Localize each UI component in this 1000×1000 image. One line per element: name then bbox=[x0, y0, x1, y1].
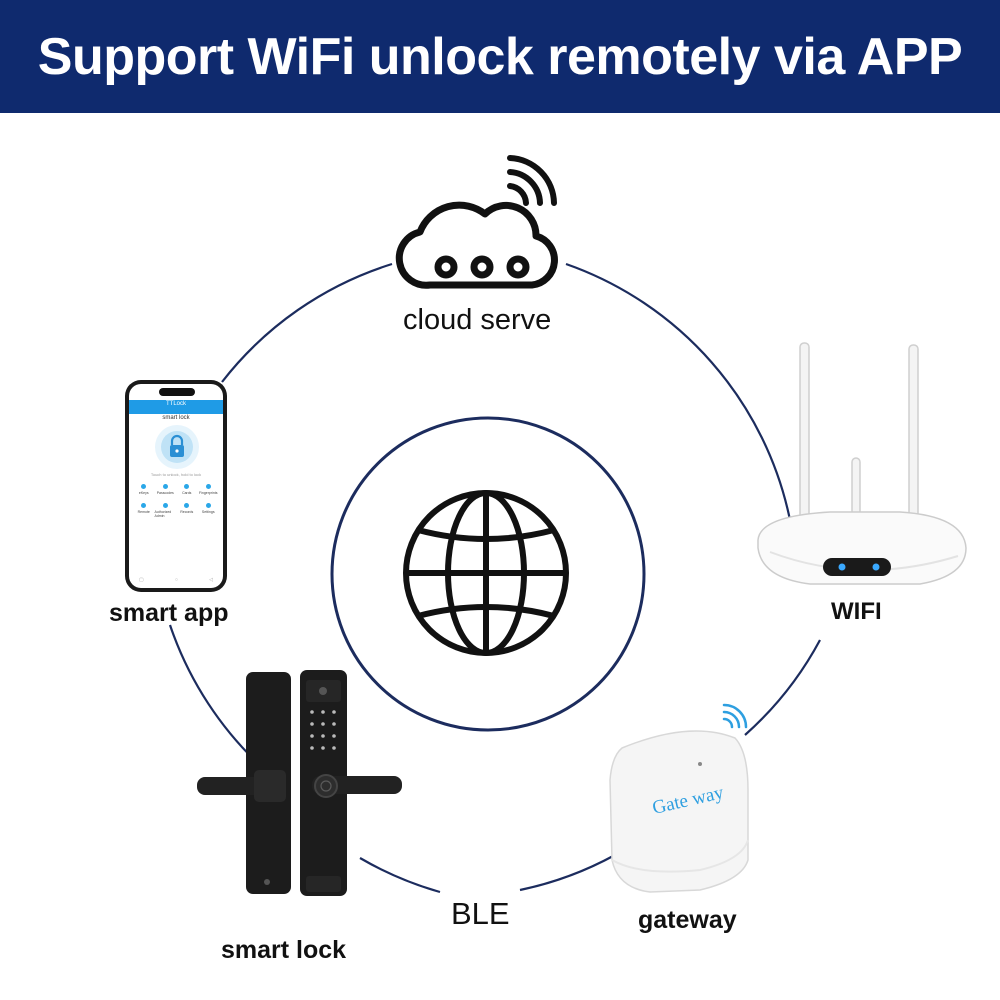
app-header-bar bbox=[129, 400, 223, 414]
nav-back-icon: ◁ bbox=[209, 577, 213, 583]
ring-arc-ble-lock bbox=[359, 857, 441, 894]
gateway-label: gateway bbox=[638, 906, 737, 934]
app-grid-item: Settings bbox=[198, 503, 220, 518]
feature-icon bbox=[141, 503, 147, 508]
smart-lock-image bbox=[197, 670, 402, 896]
smartphone-image: TTLock smart lock Touch to unlock, hold … bbox=[125, 380, 227, 592]
globe-icon bbox=[403, 490, 569, 656]
app-name: TTLock bbox=[165, 401, 186, 407]
app-grid-item: Records bbox=[176, 503, 198, 518]
feature-icon bbox=[184, 503, 190, 508]
inner-ring bbox=[330, 416, 646, 732]
ring-arc-cloud-wifi bbox=[565, 262, 792, 521]
nav-square-icon: ▢ bbox=[139, 577, 144, 583]
app-screen-title: smart lock bbox=[162, 415, 190, 421]
phone-nav-bar: ▢ ○ ◁ bbox=[139, 577, 213, 583]
feature-icon bbox=[162, 484, 168, 489]
wifi-label: WIFI bbox=[831, 598, 882, 625]
ring-arc-wifi-gateway bbox=[744, 639, 821, 736]
app-grid-item: Passcodes bbox=[155, 484, 177, 495]
app-grid-item: eKeys bbox=[133, 484, 155, 495]
app-grid-item: Fingerprints bbox=[198, 484, 220, 495]
phone-screen: TTLock smart lock Touch to unlock, hold … bbox=[129, 384, 223, 588]
app-hint: Touch to unlock, hold to lock bbox=[150, 472, 202, 477]
ring-arc-gateway-ble bbox=[519, 854, 616, 892]
feature-icon bbox=[184, 484, 190, 489]
phone-notch bbox=[159, 388, 195, 396]
gateway-signal-icon bbox=[722, 703, 748, 729]
cloud-serve-label: cloud serve bbox=[403, 304, 552, 336]
app-feature-grid: eKeys Passcodes Cards Fingerprints Remot… bbox=[133, 484, 219, 518]
feature-icon bbox=[141, 484, 147, 489]
cloud-icon bbox=[395, 201, 558, 289]
gateway-image bbox=[609, 730, 749, 893]
nav-home-icon: ○ bbox=[174, 577, 178, 583]
app-grid-item: Cards bbox=[176, 484, 198, 495]
cloud-signal-icon bbox=[507, 155, 557, 206]
ring-arc-app-cloud bbox=[221, 262, 393, 383]
router-image bbox=[757, 342, 967, 585]
ble-label: BLE bbox=[451, 896, 510, 931]
app-grid-item: Authorized Admin bbox=[155, 503, 177, 518]
feature-icon bbox=[205, 484, 211, 489]
header-banner: Support WiFi unlock remotely via APP bbox=[0, 0, 1000, 113]
padlock-icon bbox=[155, 425, 199, 469]
page-title: Support WiFi unlock remotely via APP bbox=[37, 27, 963, 86]
feature-icon bbox=[205, 503, 211, 508]
smart-app-label: smart app bbox=[109, 599, 229, 627]
app-grid-item: Remote bbox=[133, 503, 155, 518]
feature-icon bbox=[162, 503, 168, 508]
smart-lock-label: smart lock bbox=[221, 936, 347, 964]
